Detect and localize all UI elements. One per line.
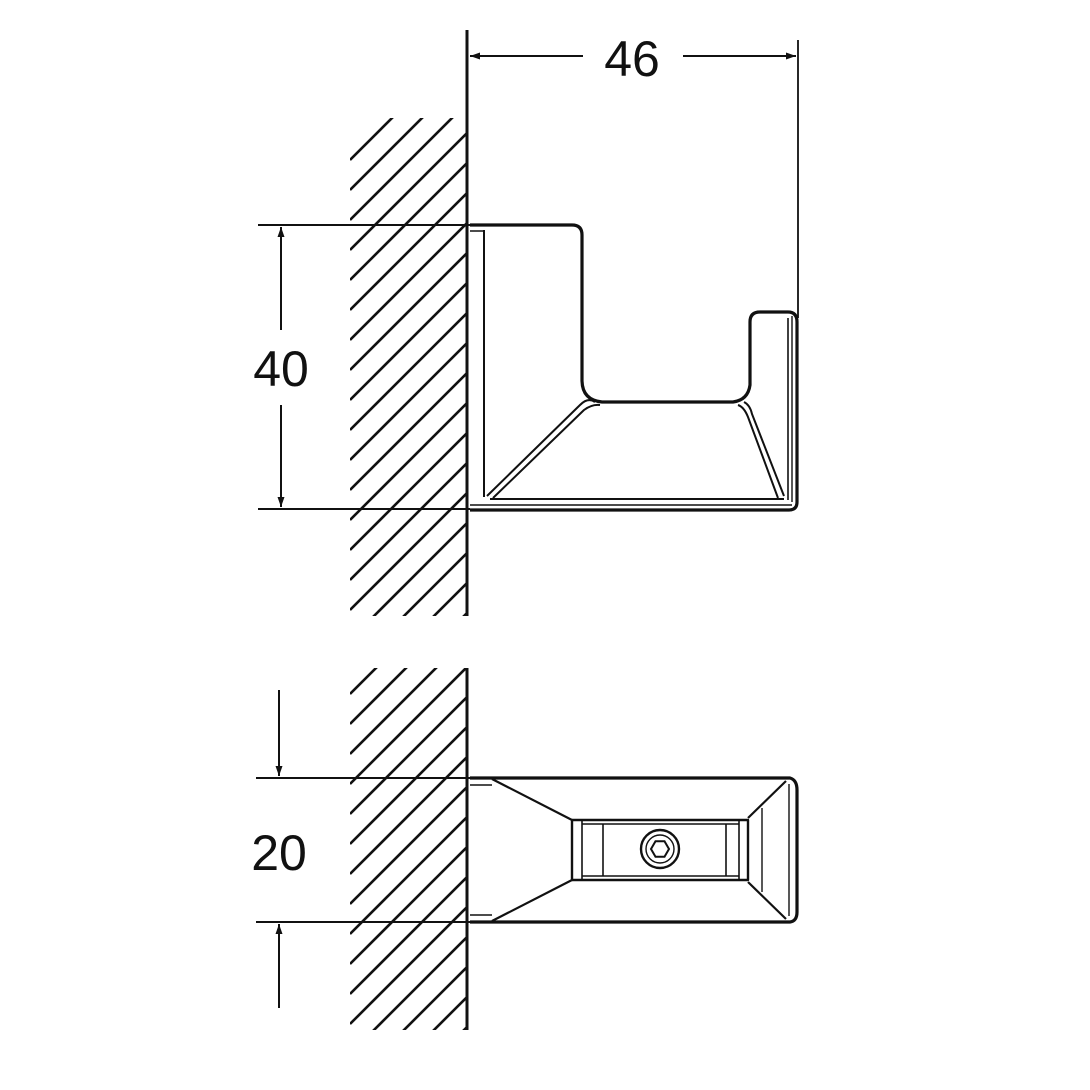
wall-hatch-bottom xyxy=(350,668,467,1030)
dimension-height: 40 xyxy=(253,224,470,510)
dimension-width-label: 46 xyxy=(604,31,660,87)
dimension-depth: 20 xyxy=(251,690,470,1008)
hook-top-view xyxy=(470,776,799,924)
dimension-height-label: 40 xyxy=(253,341,309,397)
dimension-width: 46 xyxy=(470,31,799,318)
hook-side-view xyxy=(470,223,799,512)
wall-hatch-top xyxy=(350,118,467,616)
hex-screw-icon xyxy=(639,828,681,870)
dimension-depth-label: 20 xyxy=(251,825,307,881)
